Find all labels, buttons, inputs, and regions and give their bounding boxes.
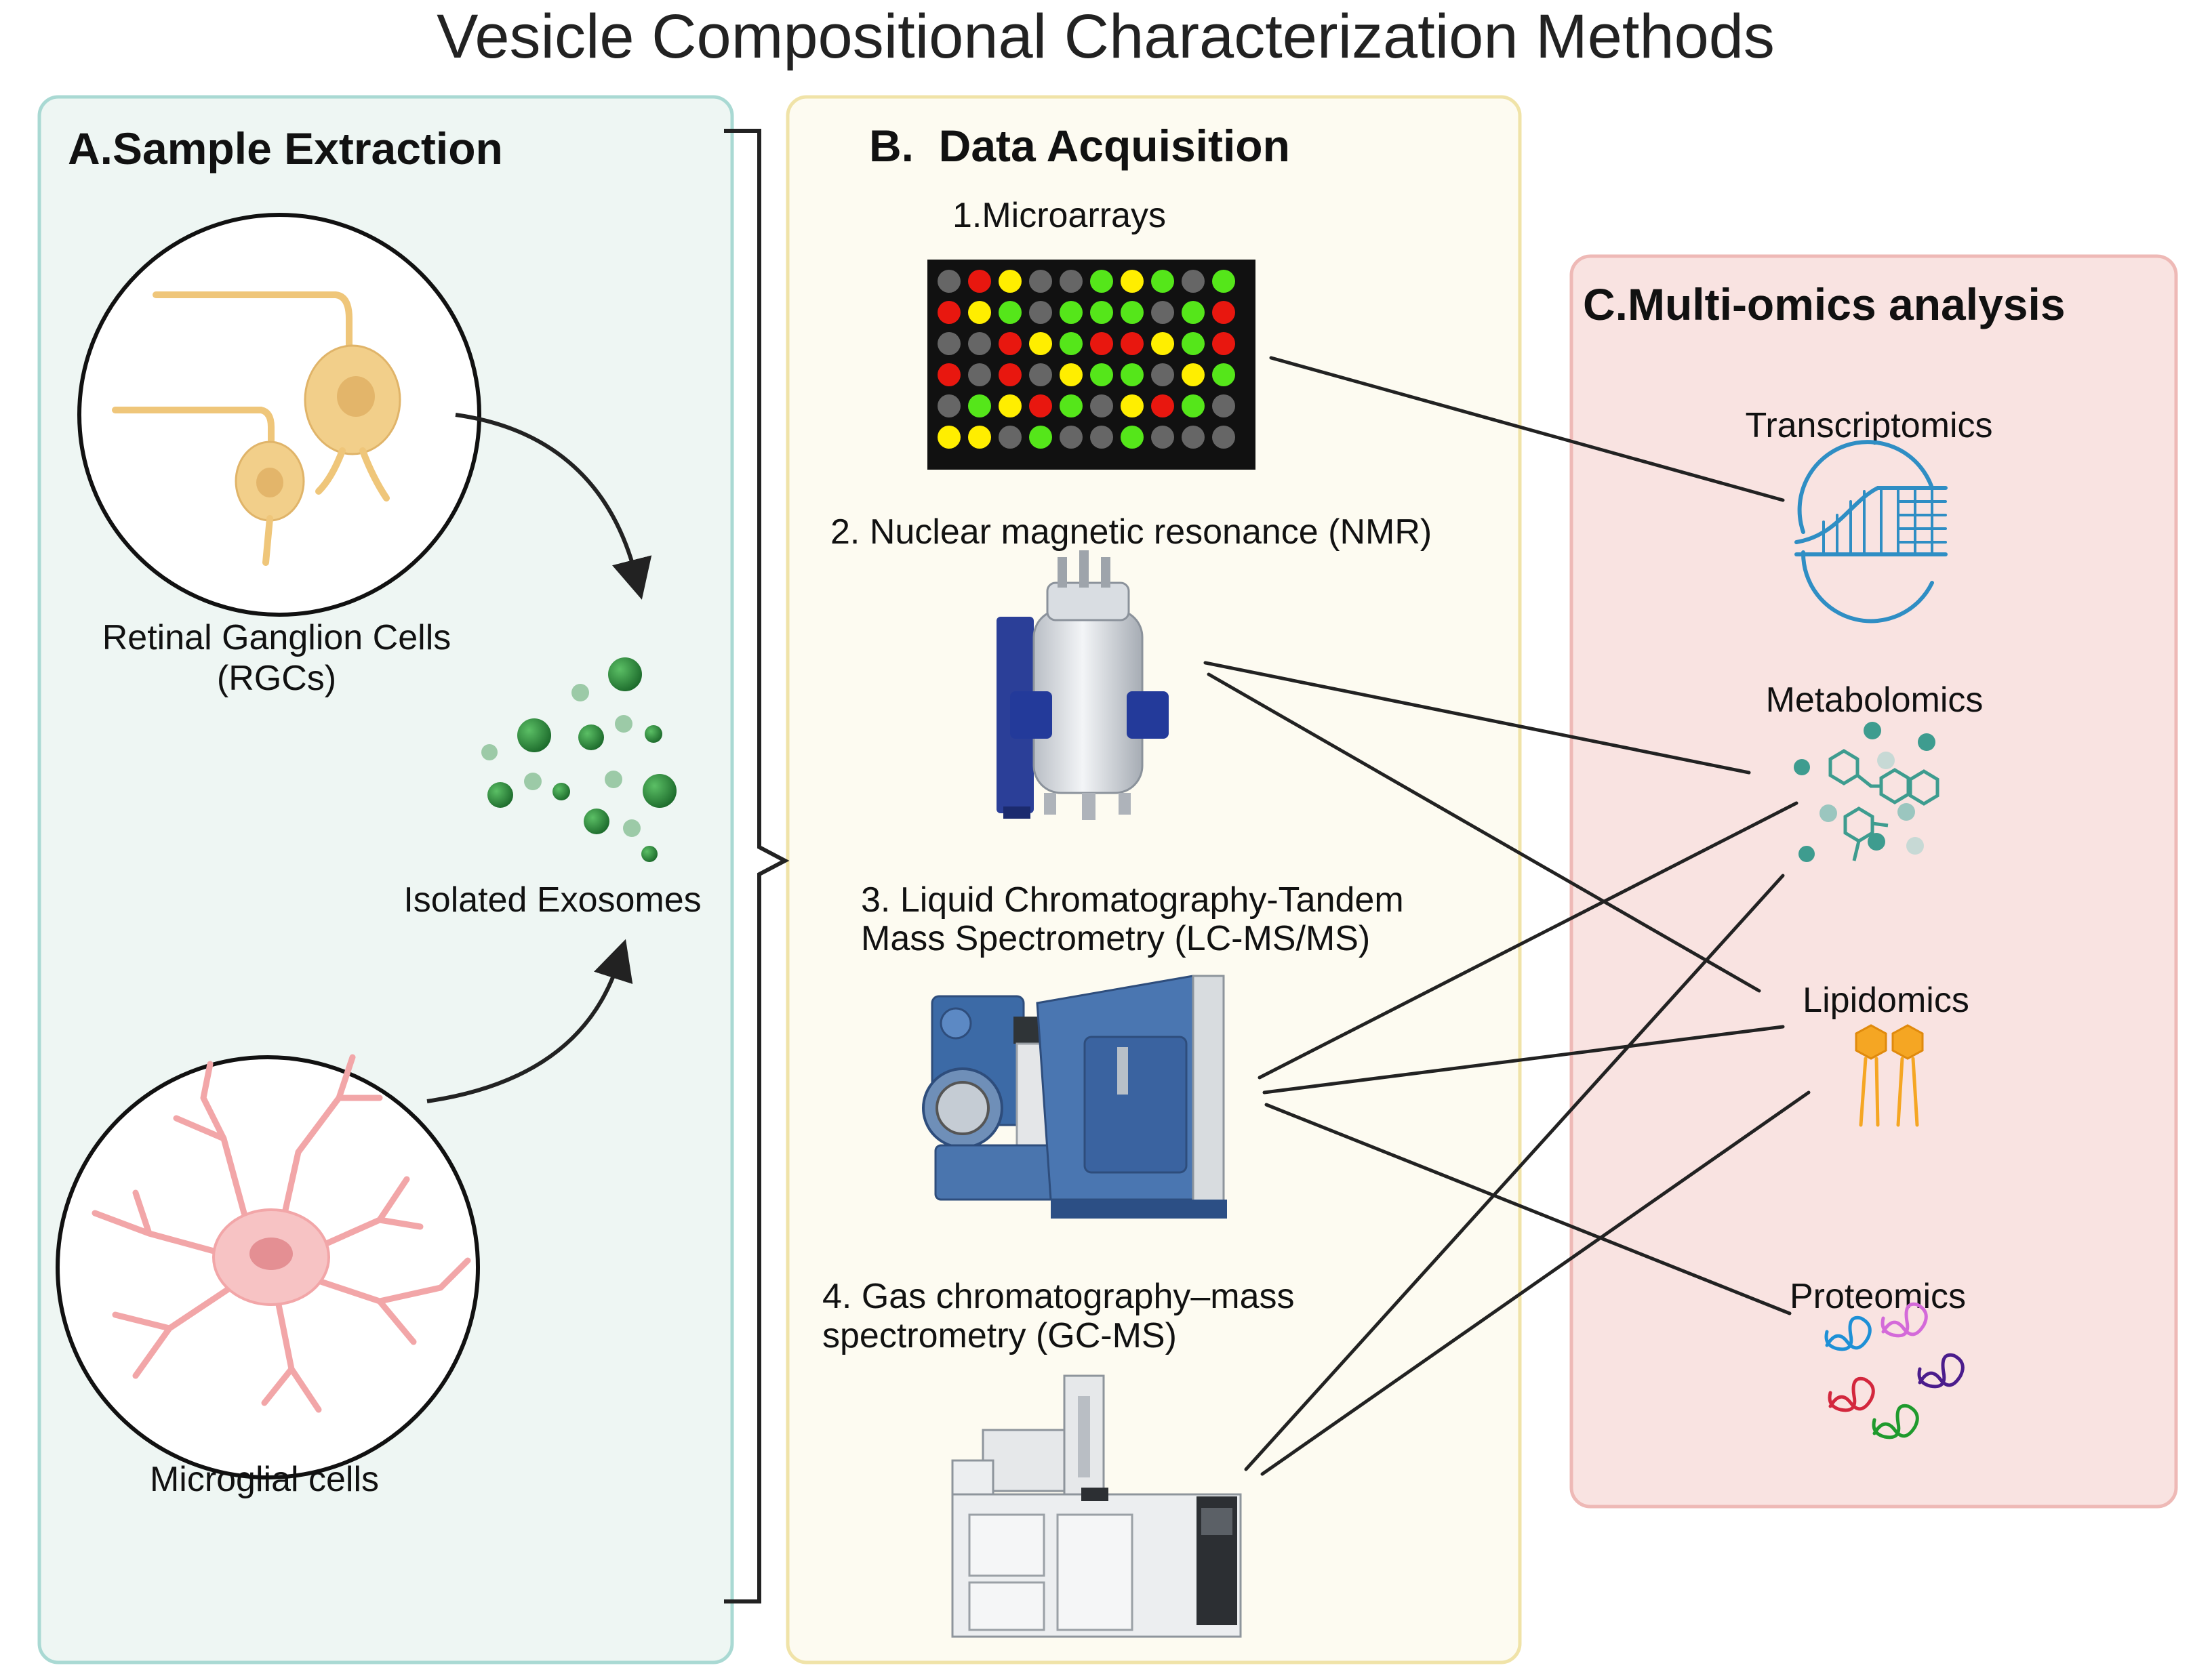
microarray-well bbox=[1029, 363, 1052, 386]
microarray-well bbox=[1060, 394, 1083, 417]
nmr-instrument bbox=[997, 550, 1169, 820]
microarray-well bbox=[1182, 363, 1205, 386]
microarray-well bbox=[1212, 363, 1235, 386]
exosome-cluster bbox=[481, 657, 677, 862]
microarray-well bbox=[938, 332, 961, 355]
microarray-well bbox=[1151, 332, 1174, 355]
microarray-well bbox=[1212, 332, 1235, 355]
arrow-microglia-to-exosomes bbox=[426, 939, 633, 1103]
page-title: Vesicle Compositional Characterization M… bbox=[437, 2, 1775, 71]
metabolite-icon bbox=[1794, 722, 1939, 862]
microarray-well bbox=[999, 332, 1022, 355]
microarray-well bbox=[1182, 301, 1205, 324]
microarray-well bbox=[1029, 394, 1052, 417]
method-1-label: 1.Microarrays bbox=[952, 196, 1166, 235]
microarray-well bbox=[1029, 301, 1052, 324]
heading-data-acquisition: B. Data Acquisition bbox=[869, 121, 1290, 171]
microglia-illustration bbox=[56, 1054, 480, 1479]
method-3-label-line1: 3. Liquid Chromatography-Tandem bbox=[861, 880, 1404, 920]
microarray-well bbox=[1090, 270, 1113, 293]
microarray-well bbox=[1121, 363, 1144, 386]
microarray-well bbox=[1151, 394, 1174, 417]
microarray-well bbox=[1182, 394, 1205, 417]
rgc-illustration bbox=[77, 213, 481, 617]
microarray-well bbox=[1121, 332, 1144, 355]
method-3-label-line2: Mass Spectrometry (LC-MS/MS) bbox=[861, 919, 1370, 958]
microarray-well bbox=[999, 363, 1022, 386]
exosomes-label: Isolated Exosomes bbox=[403, 880, 701, 920]
microarray-well bbox=[968, 301, 991, 324]
rna-icon bbox=[1794, 440, 1948, 624]
microarray-well bbox=[1121, 270, 1144, 293]
microarray-well bbox=[968, 394, 991, 417]
microarray-well bbox=[1060, 332, 1083, 355]
microarray-well bbox=[999, 270, 1022, 293]
microarray-well bbox=[1121, 394, 1144, 417]
microarray-well bbox=[1090, 363, 1113, 386]
microarray-well bbox=[1182, 426, 1205, 449]
lipid-icon bbox=[1855, 1024, 1924, 1127]
microarray-well bbox=[1090, 301, 1113, 324]
microarray-well bbox=[999, 301, 1022, 324]
heading-sample-extraction: A.Sample Extraction bbox=[68, 123, 503, 173]
microarray-well bbox=[1060, 426, 1083, 449]
microarray-well bbox=[999, 426, 1022, 449]
connection-lines bbox=[1203, 356, 1811, 1476]
microarray-well bbox=[938, 270, 961, 293]
omics-label-transcriptomics: Transcriptomics bbox=[1745, 406, 1992, 445]
microarray-well bbox=[1212, 270, 1235, 293]
arrow-rgc-to-exosomes bbox=[455, 413, 652, 600]
bracket bbox=[724, 129, 790, 1603]
microarray-well bbox=[1090, 426, 1113, 449]
microarray-grid bbox=[938, 270, 1235, 449]
microarray-well bbox=[1151, 301, 1174, 324]
microarray-well bbox=[938, 426, 961, 449]
protein-icon bbox=[1824, 1302, 1965, 1439]
microarray-well bbox=[1060, 363, 1083, 386]
microarray-well bbox=[1121, 301, 1144, 324]
omics-label-proteomics: Proteomics bbox=[1790, 1277, 1966, 1316]
microarray-plate bbox=[927, 260, 1255, 470]
omics-label-lipidomics: Lipidomics bbox=[1803, 981, 1969, 1020]
microarray-well bbox=[1182, 332, 1205, 355]
method-4-label-line1: 4. Gas chromatography–mass bbox=[822, 1277, 1295, 1316]
microarray-well bbox=[1029, 332, 1052, 355]
microarray-well bbox=[1029, 426, 1052, 449]
microglia-label: Microglial cells bbox=[150, 1460, 379, 1499]
microarray-well bbox=[968, 363, 991, 386]
omics-label-metabolomics: Metabolomics bbox=[1766, 680, 1984, 720]
rgc-label-line2: (RGCs) bbox=[217, 659, 336, 698]
microarray-well bbox=[938, 363, 961, 386]
microarray-well bbox=[1029, 270, 1052, 293]
microarray-well bbox=[1182, 270, 1205, 293]
heading-multiomics: C.Multi-omics analysis bbox=[1583, 279, 2066, 329]
microarray-well bbox=[1151, 363, 1174, 386]
rgc-label-line1: Retinal Ganglion Cells bbox=[102, 618, 451, 657]
microarray-well bbox=[1212, 394, 1235, 417]
microarray-well bbox=[968, 332, 991, 355]
microarray-well bbox=[968, 426, 991, 449]
gcms-instrument bbox=[951, 1374, 1242, 1638]
microarray-well bbox=[1121, 426, 1144, 449]
microarray-well bbox=[1090, 394, 1113, 417]
method-2-label: 2. Nuclear magnetic resonance (NMR) bbox=[830, 512, 1432, 552]
microarray-well bbox=[938, 301, 961, 324]
microarray-well bbox=[1151, 426, 1174, 449]
method-4-label-line2: spectrometry (GC-MS) bbox=[822, 1316, 1177, 1355]
microarray-well bbox=[1090, 332, 1113, 355]
microarray-well bbox=[1212, 301, 1235, 324]
microarray-well bbox=[938, 394, 961, 417]
microarray-well bbox=[1060, 270, 1083, 293]
microarray-well bbox=[968, 270, 991, 293]
microarray-well bbox=[999, 394, 1022, 417]
panel-data-acquisition bbox=[786, 95, 1522, 1664]
microarray-well bbox=[1060, 301, 1083, 324]
lcms-instrument bbox=[922, 975, 1227, 1219]
microarray-well bbox=[1212, 426, 1235, 449]
microarray-well bbox=[1151, 270, 1174, 293]
